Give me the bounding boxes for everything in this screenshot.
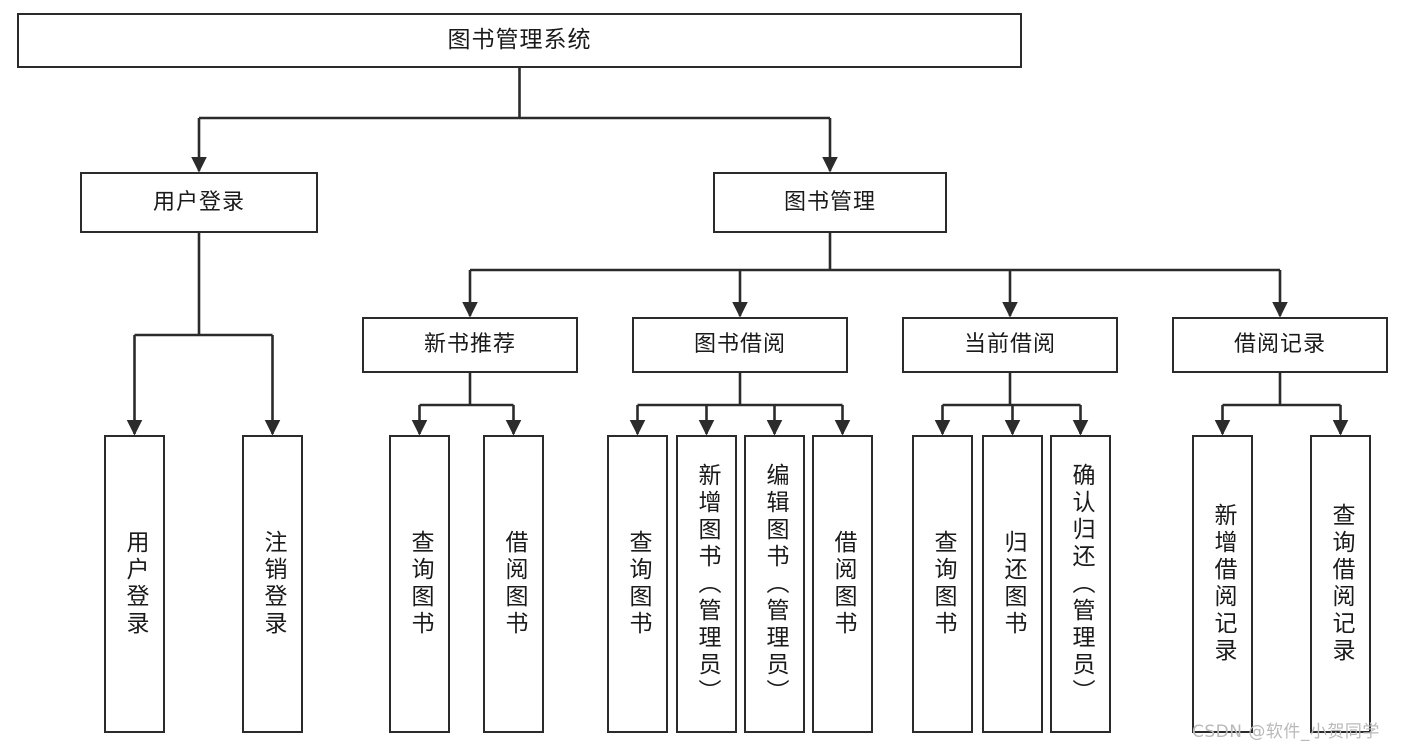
node-leaf4[interactable]: 借阅图书	[483, 435, 544, 733]
node-label: 借阅记录	[1233, 332, 1326, 358]
node-leaf8[interactable]: 借阅图书	[812, 435, 873, 733]
node-label: 确认归还（管理员）	[1068, 462, 1094, 706]
node-leaf12[interactable]: 新增借阅记录	[1192, 435, 1253, 733]
node-records[interactable]: 借阅记录	[1172, 317, 1388, 373]
node-leaf13[interactable]: 查询借阅记录	[1310, 435, 1371, 733]
node-label: 查询图书	[407, 530, 433, 638]
node-root[interactable]: 图书管理系统	[17, 13, 1022, 68]
node-newrec[interactable]: 新书推荐	[362, 317, 578, 373]
node-label: 用户登录	[122, 530, 148, 638]
node-label: 归还图书	[1000, 530, 1026, 638]
node-label: 新增借阅记录	[1210, 503, 1236, 665]
node-leaf7[interactable]: 编辑图书（管理员）	[744, 435, 805, 733]
node-label: 编辑图书（管理员）	[762, 462, 788, 706]
node-label: 用户登录	[152, 189, 245, 215]
node-label: 借阅图书	[830, 530, 856, 638]
node-leaf5[interactable]: 查询图书	[607, 435, 668, 733]
node-label: 查询图书	[930, 530, 956, 638]
csdn-watermark: CSDN @软件_小贺同学	[1192, 722, 1380, 742]
node-borrow[interactable]: 图书借阅	[632, 317, 848, 373]
node-label: 借阅图书	[501, 530, 527, 638]
node-leaf9[interactable]: 查询图书	[912, 435, 973, 733]
node-login[interactable]: 用户登录	[80, 172, 318, 233]
node-label: 图书借阅	[693, 332, 786, 358]
node-label: 新书推荐	[423, 332, 516, 358]
node-bookmgmt[interactable]: 图书管理	[713, 172, 947, 233]
node-leaf1[interactable]: 用户登录	[104, 435, 165, 733]
node-label: 查询图书	[625, 530, 651, 638]
node-leaf2[interactable]: 注销登录	[242, 435, 303, 733]
node-label: 当前借阅	[963, 332, 1056, 358]
node-leaf3[interactable]: 查询图书	[389, 435, 450, 733]
node-label: 图书管理	[783, 189, 876, 215]
node-label: 新增图书（管理员）	[694, 462, 720, 706]
node-leaf11[interactable]: 确认归还（管理员）	[1050, 435, 1111, 733]
node-label: 查询借阅记录	[1328, 503, 1354, 665]
node-leaf6[interactable]: 新增图书（管理员）	[676, 435, 737, 733]
node-current[interactable]: 当前借阅	[902, 317, 1118, 373]
node-label: 注销登录	[260, 530, 286, 638]
node-label: 图书管理系统	[447, 27, 592, 54]
node-leaf10[interactable]: 归还图书	[982, 435, 1043, 733]
